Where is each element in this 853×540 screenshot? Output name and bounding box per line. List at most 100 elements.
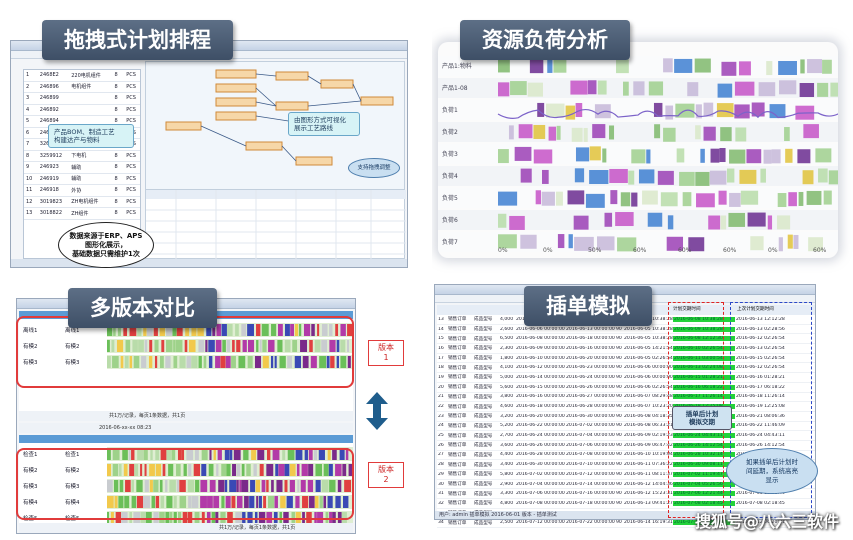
table-cell: 2,700: [500, 433, 514, 439]
table-cell: 19: [438, 374, 444, 380]
timeline-header: [19, 435, 353, 443]
gantt-block: [278, 464, 285, 476]
gantt-block: [218, 480, 225, 492]
gantt-block: [262, 356, 269, 368]
resource-row-label: 产品1:物料: [442, 62, 472, 70]
gantt-block: [208, 356, 213, 368]
load-bar: [717, 83, 733, 98]
swap-arrow-icon: [366, 392, 388, 430]
gantt-block: [303, 324, 311, 336]
table-cell: 2016-06-11 03:00:54: [673, 355, 735, 361]
load-bar: [674, 58, 693, 73]
gantt-block: [286, 496, 293, 508]
gantt-block: [129, 464, 135, 476]
load-bar: [822, 59, 832, 74]
gantt-block: [278, 324, 283, 336]
gantt-block: [107, 356, 111, 368]
resource-load-chart[interactable]: 产品1:物料产品1-08负荷1负荷2负荷3负荷4负荷5负荷6负荷70%0%50%…: [438, 42, 838, 258]
gantt-block: [160, 496, 165, 508]
gantt-block: [124, 356, 129, 368]
table-cell: 2016-06-26 00:00:00: [566, 384, 615, 390]
table-cell: 成品型号: [474, 491, 493, 497]
load-bar: [510, 81, 527, 96]
gantt-block: [177, 448, 182, 460]
table-cell: 2016-07-12 06:20:31: [736, 520, 785, 526]
gantt-block: [275, 464, 279, 476]
table-cell: 2016-06-30 00:00:00: [516, 462, 565, 468]
table-cell: 成品型号: [474, 404, 493, 410]
gantt-block: [176, 324, 183, 336]
gantt-block: [186, 356, 192, 368]
gantt-block: [342, 464, 347, 476]
table-cell: 销售订单: [448, 385, 467, 391]
gantt-block: [140, 464, 143, 476]
gantt-block: [340, 324, 346, 336]
load-bar: [555, 191, 563, 206]
table-cell: 成品型号: [474, 452, 493, 458]
gantt-block: [198, 356, 202, 368]
gantt-block: [287, 448, 295, 460]
gantt-block: [266, 464, 274, 476]
table-cell: 2016-07-06 00:00:00: [566, 442, 615, 448]
load-bar: [648, 81, 664, 96]
gantt-block: [165, 356, 171, 368]
gantt-block: [279, 356, 286, 368]
gantt-block: [257, 448, 265, 460]
gantt-block: [159, 324, 165, 336]
gantt-block: [236, 496, 243, 508]
load-bar: [797, 149, 811, 164]
gantt-block: [225, 356, 231, 368]
flow-node: [215, 111, 257, 121]
gantt-block: [335, 324, 339, 336]
load-bar: [679, 171, 695, 186]
load-bar: [616, 59, 629, 74]
table-cell: 5,600: [500, 384, 514, 390]
table-cell: 2016-07-12 06:20:31: [673, 520, 735, 526]
gantt-block: [185, 324, 190, 336]
gantt-block: [294, 356, 302, 368]
table-cell: 11: [26, 187, 33, 194]
load-bar: [778, 237, 783, 252]
gantt-block: [131, 448, 135, 460]
gantt-block: [149, 340, 153, 352]
load-bar: [817, 82, 829, 97]
gantt-block: [246, 464, 251, 476]
table-cell: 90: [616, 336, 622, 342]
gantt-block: [310, 356, 317, 368]
gantt-block: [314, 496, 319, 508]
load-bar: [533, 149, 553, 164]
load-bar: [666, 236, 684, 251]
gantt-block: [107, 464, 112, 476]
gantt-block: [123, 324, 128, 336]
load-bar: [798, 191, 804, 206]
version1-tag: 版本 1: [368, 340, 404, 366]
load-bar: [729, 149, 746, 164]
load-bar: [646, 149, 651, 164]
table-cell: 2016-07-08 02:18:45: [673, 500, 735, 506]
